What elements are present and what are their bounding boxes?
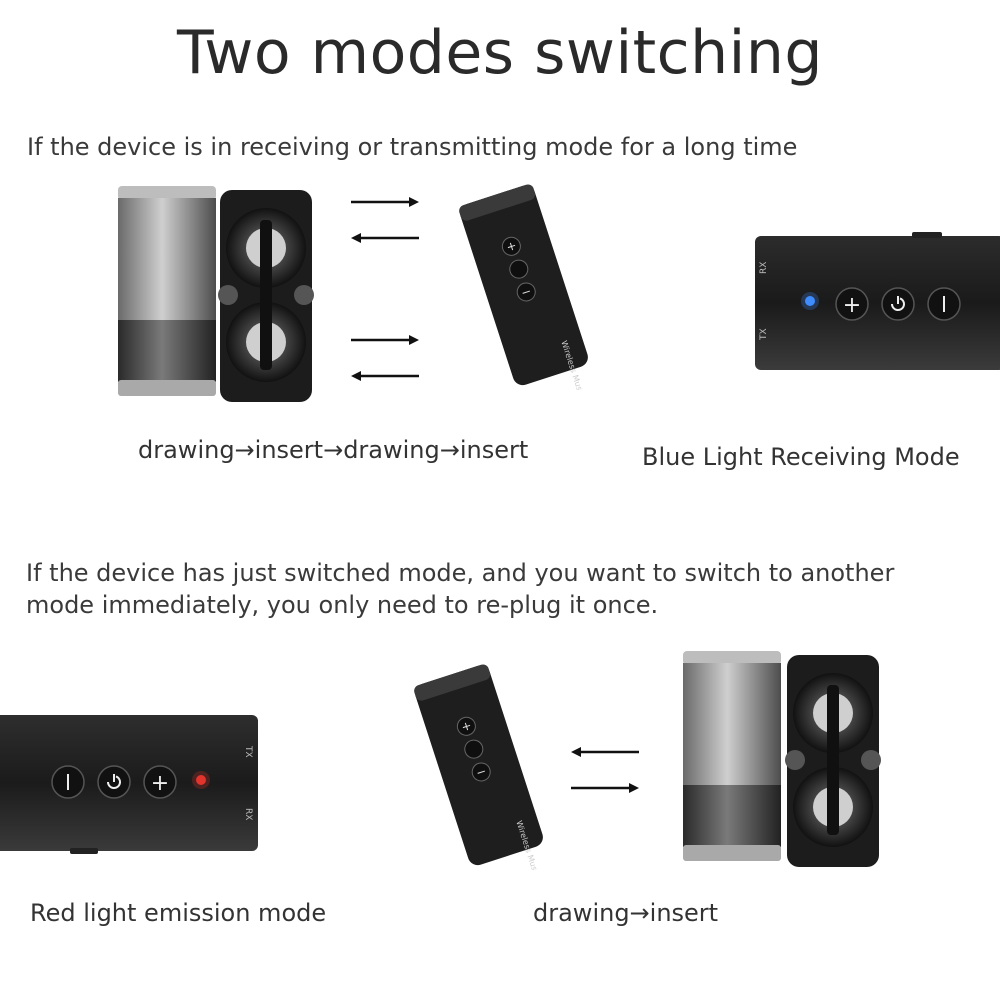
label-tx: TX xyxy=(759,328,769,341)
minus-button-2[interactable] xyxy=(51,765,85,799)
plus-button-2[interactable]: + xyxy=(143,765,177,799)
speaker-image-1 xyxy=(118,186,314,402)
power-button[interactable] xyxy=(881,287,915,321)
blue-indicator-light xyxy=(805,296,815,306)
speaker-image-2 xyxy=(683,651,881,867)
section1-caption-left: drawing→insert→drawing→insert xyxy=(138,436,529,464)
svg-text:+: + xyxy=(151,771,169,796)
plus-button[interactable]: + xyxy=(835,287,869,321)
svg-text:−: − xyxy=(474,764,488,780)
power-button-2[interactable] xyxy=(97,765,131,799)
label-rx: RX xyxy=(759,262,769,274)
bluetooth-device-angled-1: + − Wireless Music xyxy=(459,184,588,390)
svg-text:+: + xyxy=(843,293,861,318)
power-icon xyxy=(890,297,905,312)
bluetooth-device-angled-2: + − Wireless Music xyxy=(414,664,543,870)
minus-button[interactable] xyxy=(927,287,961,321)
switch-arrows-2 xyxy=(571,747,639,793)
section2-description-line2: mode immediately, you only need to re-pl… xyxy=(26,591,659,619)
section2-caption-right: drawing→insert xyxy=(533,899,719,927)
svg-text:−: − xyxy=(519,284,533,300)
page-title: Two modes switching xyxy=(177,18,823,88)
label-rx-2: RX xyxy=(243,808,253,820)
section1-caption-right: Blue Light Receiving Mode xyxy=(642,443,960,471)
power-icon-2 xyxy=(106,775,121,790)
section2-caption-left: Red light emission mode xyxy=(30,899,327,927)
svg-text:+: + xyxy=(459,718,473,734)
svg-text:+: + xyxy=(504,238,518,254)
label-tx-2: TX xyxy=(243,745,253,758)
switch-arrows-1 xyxy=(351,197,419,381)
device-closeup-transmitting: TX RX + xyxy=(0,715,258,854)
section1-description: If the device is in receiving or transmi… xyxy=(27,133,798,161)
section2-description-line1: If the device has just switched mode, an… xyxy=(26,559,895,587)
device-closeup-receiving: RX TX + xyxy=(755,232,1000,370)
red-indicator-light xyxy=(196,775,206,785)
